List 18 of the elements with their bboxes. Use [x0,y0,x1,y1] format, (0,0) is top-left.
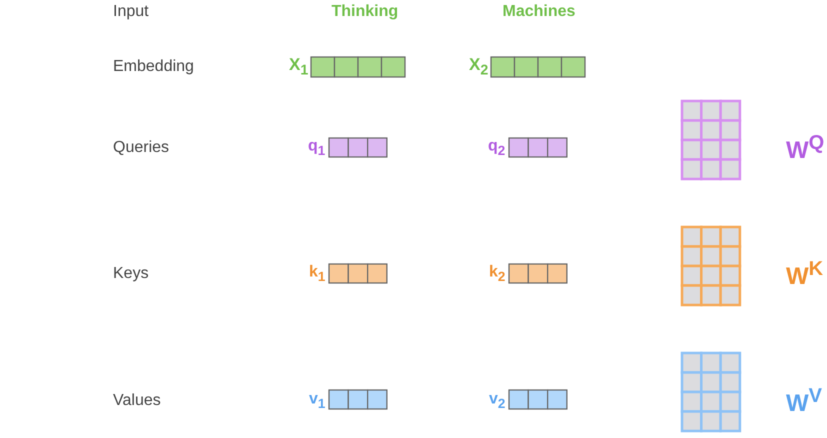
vector-label: k$_{1}$ [309,264,326,284]
row-label: Embedding [113,59,194,75]
row-label: Queries [113,140,170,156]
vector-label: X$_{2}$ [469,56,488,78]
vector-label: v$_{2}$ [489,392,506,410]
row-label: Values [113,393,161,409]
vector-label: v$_{1}$ [309,392,326,410]
matrix-label: W$^{Q}$ [786,133,824,163]
word-label: Thinking [332,4,398,20]
vector-label: q$_{1}$ [308,138,326,158]
matrix-label: W$^{V}$ [786,386,822,416]
vector-label: q$_{2}$ [488,138,506,158]
matrix-label: W$^{K}$ [786,259,824,289]
row-label: Keys [113,266,149,282]
vector-label: X$_{1}$ [289,56,308,78]
word-label: Machines [502,4,576,20]
vector-label: k$_{2}$ [489,264,506,284]
row-label: Input [113,4,149,20]
